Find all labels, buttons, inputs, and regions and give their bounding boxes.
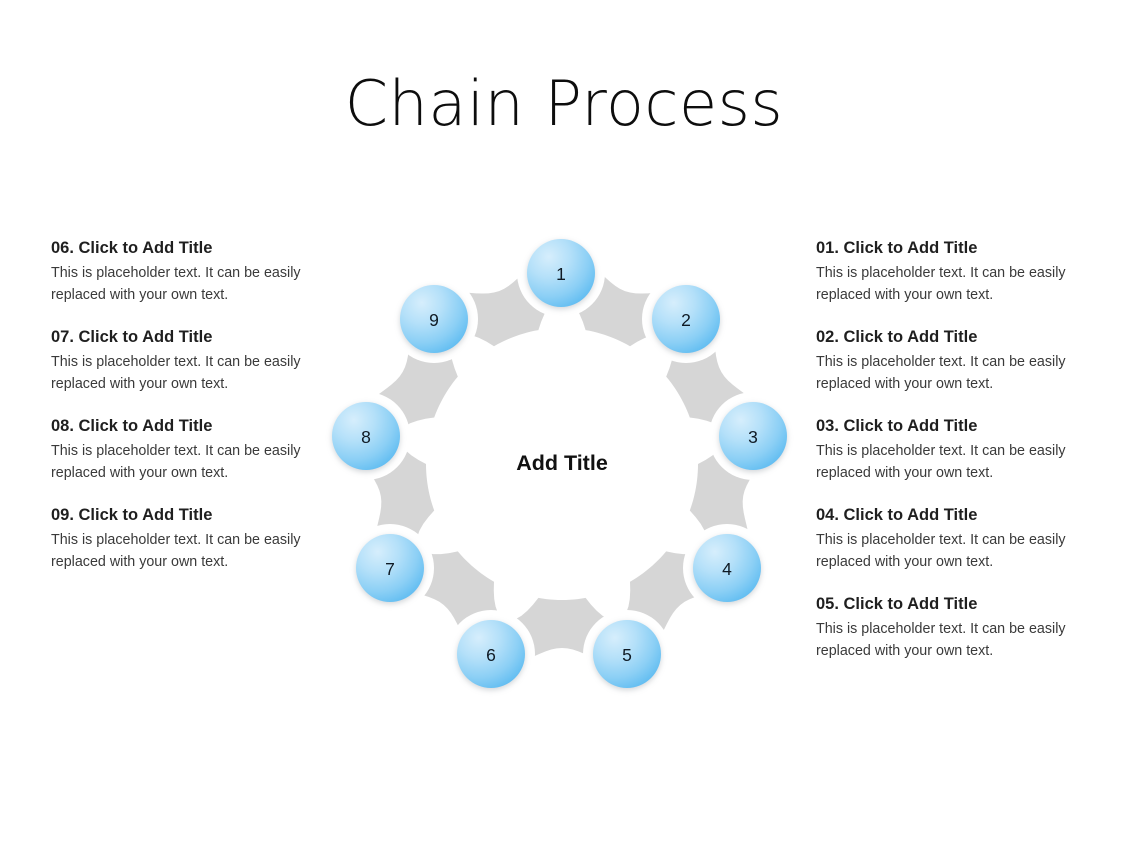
node-number-label: 7 bbox=[385, 559, 395, 579]
block-heading: 02. Click to Add Title bbox=[816, 328, 978, 346]
block-heading: 05. Click to Add Title bbox=[816, 595, 978, 613]
list-item[interactable]: 01. Click to Add Title This is placehold… bbox=[816, 238, 1074, 306]
list-item[interactable]: 05. Click to Add Title This is placehold… bbox=[816, 594, 1074, 662]
block-heading: 01. Click to Add Title bbox=[816, 239, 978, 257]
block-body: This is placeholder text. It can be easi… bbox=[51, 443, 301, 481]
block-heading: 03. Click to Add Title bbox=[816, 417, 978, 435]
block-heading: 04. Click to Add Title bbox=[816, 506, 978, 524]
block-body: This is placeholder text. It can be easi… bbox=[51, 354, 301, 392]
chain-node-6[interactable]: 6 bbox=[451, 614, 531, 694]
list-item[interactable]: 04. Click to Add Title This is placehold… bbox=[816, 505, 1074, 573]
list-item[interactable]: 06. Click to Add Title This is placehold… bbox=[51, 238, 309, 306]
block-heading: 08. Click to Add Title bbox=[51, 417, 213, 435]
block-body: This is placeholder text. It can be easi… bbox=[816, 621, 1066, 659]
chain-node-9[interactable]: 9 bbox=[394, 279, 474, 359]
chain-node-8[interactable]: 8 bbox=[326, 396, 406, 476]
node-circle[interactable] bbox=[593, 620, 661, 688]
node-number-label: 2 bbox=[681, 310, 691, 330]
node-number-label: 8 bbox=[361, 427, 371, 447]
node-circle[interactable] bbox=[332, 402, 400, 470]
node-number-label: 9 bbox=[429, 310, 439, 330]
node-number-label: 6 bbox=[486, 645, 496, 665]
node-circle[interactable] bbox=[527, 239, 595, 307]
block-body: This is placeholder text. It can be easi… bbox=[51, 532, 301, 570]
block-body: This is placeholder text. It can be easi… bbox=[816, 354, 1066, 392]
chain-node-7[interactable]: 7 bbox=[350, 528, 430, 608]
block-body: This is placeholder text. It can be easi… bbox=[51, 265, 301, 303]
block-body: This is placeholder text. It can be easi… bbox=[816, 443, 1066, 481]
page-title: Chain Process bbox=[344, 67, 784, 140]
block-body: This is placeholder text. It can be easi… bbox=[816, 265, 1066, 303]
block-heading: 06. Click to Add Title bbox=[51, 239, 213, 257]
chain-node-4[interactable]: 4 bbox=[687, 528, 767, 608]
chain-diagram-svg: 1 2 3 4 5 6 7 8 9 bbox=[322, 229, 797, 698]
node-circle[interactable] bbox=[719, 402, 787, 470]
chain-node-1[interactable]: 1 bbox=[521, 233, 601, 313]
node-circle[interactable] bbox=[652, 285, 720, 353]
left-text-column: 06. Click to Add Title This is placehold… bbox=[51, 238, 309, 573]
chain-node-group: 1 2 3 4 5 6 7 8 9 bbox=[326, 233, 793, 694]
node-number-label: 3 bbox=[748, 427, 758, 447]
node-circle[interactable] bbox=[693, 534, 761, 602]
list-item[interactable]: 03. Click to Add Title This is placehold… bbox=[816, 416, 1074, 484]
node-circle[interactable] bbox=[400, 285, 468, 353]
list-item[interactable]: 09. Click to Add Title This is placehold… bbox=[51, 505, 309, 573]
block-heading: 09. Click to Add Title bbox=[51, 506, 213, 524]
list-item[interactable]: 08. Click to Add Title This is placehold… bbox=[51, 416, 309, 484]
block-heading: 07. Click to Add Title bbox=[51, 328, 213, 346]
chain-node-5[interactable]: 5 bbox=[587, 614, 667, 694]
list-item[interactable]: 07. Click to Add Title This is placehold… bbox=[51, 327, 309, 395]
block-body: This is placeholder text. It can be easi… bbox=[816, 532, 1066, 570]
node-number-label: 4 bbox=[722, 559, 732, 579]
chain-node-3[interactable]: 3 bbox=[713, 396, 793, 476]
right-text-column: 01. Click to Add Title This is placehold… bbox=[816, 238, 1074, 662]
chain-node-2[interactable]: 2 bbox=[646, 279, 726, 359]
node-number-label: 1 bbox=[556, 264, 566, 284]
node-circle[interactable] bbox=[356, 534, 424, 602]
list-item[interactable]: 02. Click to Add Title This is placehold… bbox=[816, 327, 1074, 395]
node-circle[interactable] bbox=[457, 620, 525, 688]
node-number-label: 5 bbox=[622, 645, 632, 665]
